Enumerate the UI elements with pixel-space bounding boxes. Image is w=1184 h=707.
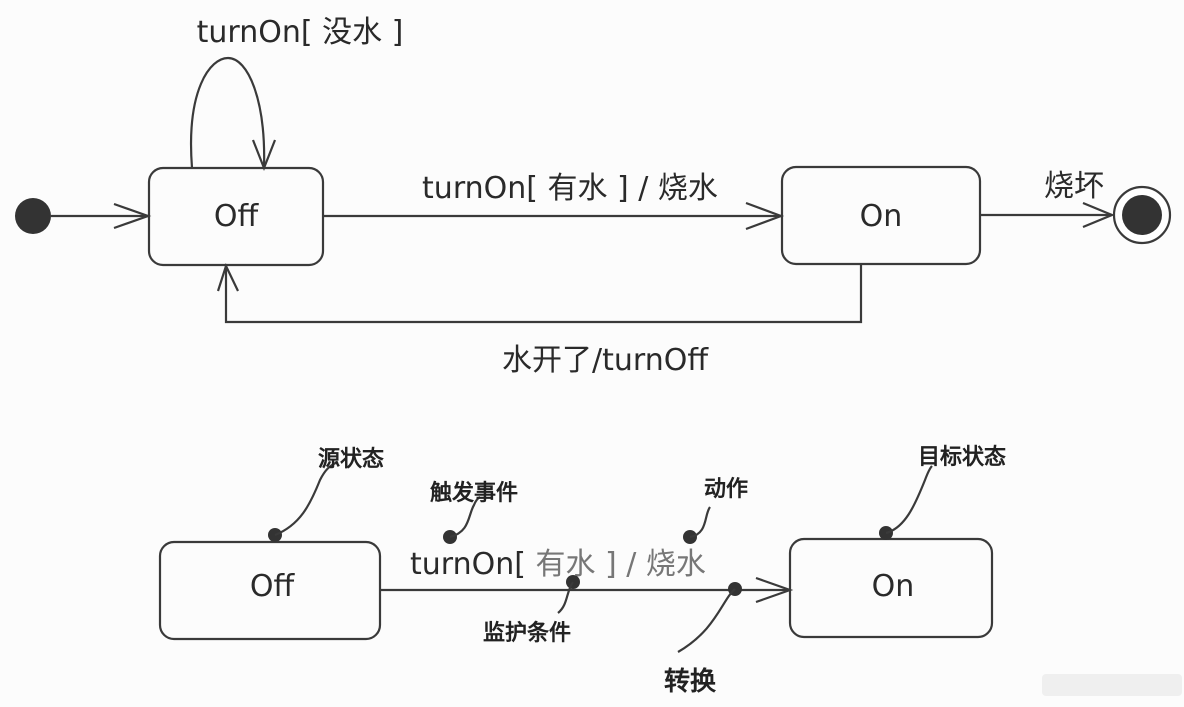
state-off-label: Off	[214, 199, 260, 234]
arrowhead	[251, 139, 277, 172]
transition-leader	[677, 588, 736, 653]
final-state-node	[1122, 195, 1162, 235]
initial-state-node	[15, 198, 51, 234]
action-text: 烧水	[646, 547, 706, 582]
annotation-action: 动作	[704, 476, 748, 502]
state-off-label-bottom: Off	[250, 569, 296, 604]
transition-on-to-off	[224, 264, 863, 324]
trigger-event-text: turnOn[	[410, 547, 526, 582]
annotation-transition: 转换	[664, 667, 717, 697]
self-loop-transition	[190, 56, 266, 169]
state-on-bottom	[788, 537, 994, 639]
transition-label-bottom: turnOn[ 有水 ] / 烧水	[410, 547, 706, 582]
target-state-leader	[885, 465, 933, 535]
self-loop-label: turnOn[ 没水 ]	[197, 15, 404, 50]
state-on-label: On	[860, 199, 903, 234]
action-leader	[689, 506, 711, 539]
guard-condition-leader	[557, 581, 574, 614]
annotation-guard-condition: 监护条件	[483, 620, 571, 646]
annotation-source-state: 源状态	[318, 446, 384, 472]
arrowhead	[1082, 201, 1115, 229]
annotation-trigger-event: 触发事件	[430, 480, 518, 506]
state-on-label-bottom: On	[872, 569, 915, 604]
transition-on-to-off-label: 水开了/turnOff	[502, 343, 709, 378]
source-state-leader	[274, 460, 339, 537]
arrowhead	[216, 263, 239, 292]
watermark-placeholder	[1042, 674, 1182, 696]
transition-on-to-final-label: 烧坏	[1044, 169, 1104, 204]
separator-text: /	[617, 547, 646, 582]
annotation-target-state: 目标状态	[918, 444, 1006, 470]
trigger-event-leader	[449, 496, 481, 539]
transition-off-to-on-label: turnOn[ 有水 ] / 烧水	[422, 171, 718, 206]
